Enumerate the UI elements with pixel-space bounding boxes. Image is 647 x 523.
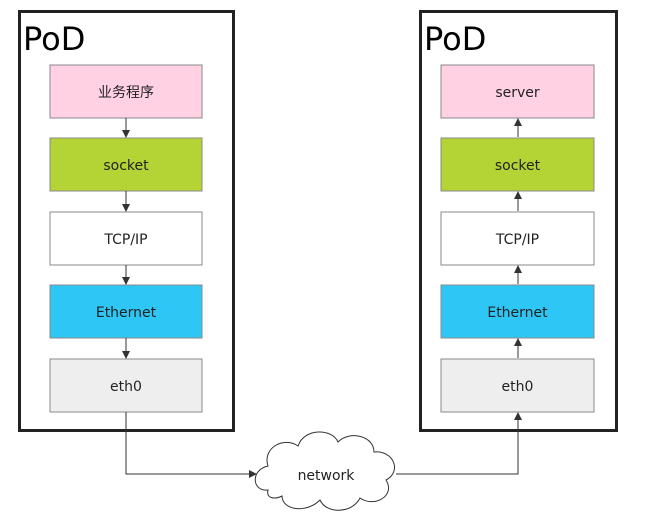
pod-left-title: PoD [23,20,85,58]
network-label: network [298,468,356,484]
pod-left-layer-3-box [49,284,203,339]
pod-right-layer-4-box [440,358,595,413]
pod-left-layer-3-label: Ethernet [96,305,157,321]
pod-right-layer-2: TCP/IP [440,211,595,266]
pod-right-layer-2-box [440,211,595,266]
pod-right-layer-1-box [440,137,595,192]
pod-left-layer-1: socket [49,137,203,192]
pod-right: PoD server socket TCP/IP Ethernet eth0 [419,10,618,432]
pod-right-layer-3-box [440,284,595,339]
pod-left: PoD 业务程序 socket TCP/IP Ethernet eth0 [18,10,235,432]
pod-left-layer-4-label: eth0 [110,379,142,395]
pod-left-layer-2: TCP/IP [49,211,203,266]
connector-left-to-network [125,412,257,478]
pod-left-layer-1-box [49,137,203,192]
pod-left-layer-2-label: TCP/IP [103,232,147,248]
pod-right-layer-0-label: server [495,85,540,101]
pod-left-layer-4: eth0 [49,358,203,413]
pod-right-layer-4-label: eth0 [502,379,534,395]
pod-right-layer-0-box [440,64,595,119]
pod-right-layer-0: server [440,64,595,119]
pod-left-layer-0-label: 业务程序 [98,85,154,101]
cloud-icon [254,431,396,511]
pod-right-title: PoD [424,20,486,58]
pod-left-layer-1-label: socket [103,158,149,174]
pod-right-layer-3: Ethernet [440,284,595,339]
pod-left-layer-2-box [49,211,203,266]
network-cloud: network [254,431,396,511]
pod-right-layer-1: socket [440,137,595,192]
pod-left-layer-3: Ethernet [49,284,203,339]
pod-right-layer-3-label: Ethernet [487,305,548,321]
pod-right-layer-1-label: socket [495,158,541,174]
pod-left-layer-0: 业务程序 [49,64,203,119]
pod-right-layer-4: eth0 [440,358,595,413]
pod-right-layer-2-label: TCP/IP [495,232,539,248]
connector-network-to-right [396,412,522,475]
